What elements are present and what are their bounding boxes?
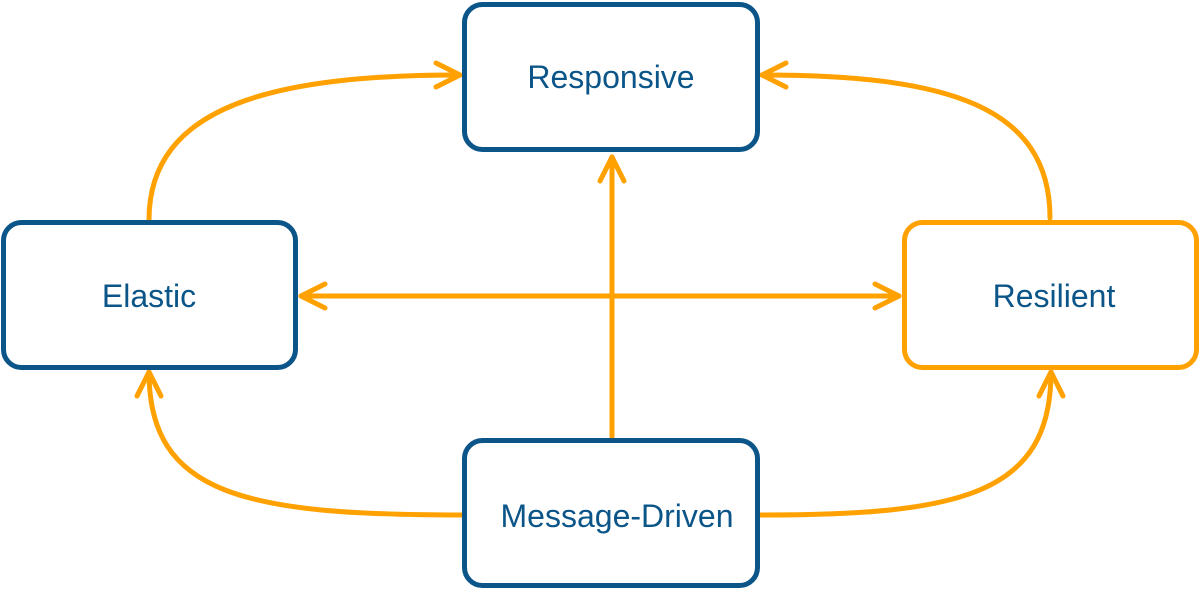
- edge-message-driven-to-elastic: [146, 369, 465, 518]
- node-label-resilient: Resilient: [993, 278, 1116, 314]
- node-responsive: Responsive: [462, 2, 760, 152]
- arrowhead-message-driven-to-resilient: [1036, 369, 1066, 399]
- node-label-message-driven: Message-Driven: [501, 498, 734, 534]
- arrowhead-elastic-to-responsive: [433, 60, 463, 90]
- arrowhead-message-driven-to-elastic: [134, 369, 164, 399]
- arrowhead-resilient-to-responsive: [759, 60, 789, 90]
- node-resilient: Resilient: [902, 220, 1199, 370]
- edge-elastic-to-responsive: [146, 72, 463, 223]
- connectors: [134, 60, 1066, 518]
- node-label-responsive: Responsive: [527, 59, 694, 95]
- node-box-elastic: [1, 220, 298, 370]
- arrowhead-to-elastic: [298, 281, 328, 311]
- node-label-elastic: Elastic: [102, 278, 196, 314]
- node-message-driven: Message-Driven: [462, 438, 760, 588]
- node-elastic: Elastic: [1, 220, 298, 370]
- node-box-message-driven: [462, 438, 760, 588]
- arrowhead-to-resilient: [872, 281, 902, 311]
- edge-message-driven-to-resilient: [757, 369, 1054, 518]
- node-box-responsive: [462, 2, 760, 152]
- node-box-resilient: [902, 220, 1199, 370]
- arrowhead-message-driven-to-responsive: [597, 154, 627, 184]
- edge-resilient-to-responsive: [759, 72, 1053, 221]
